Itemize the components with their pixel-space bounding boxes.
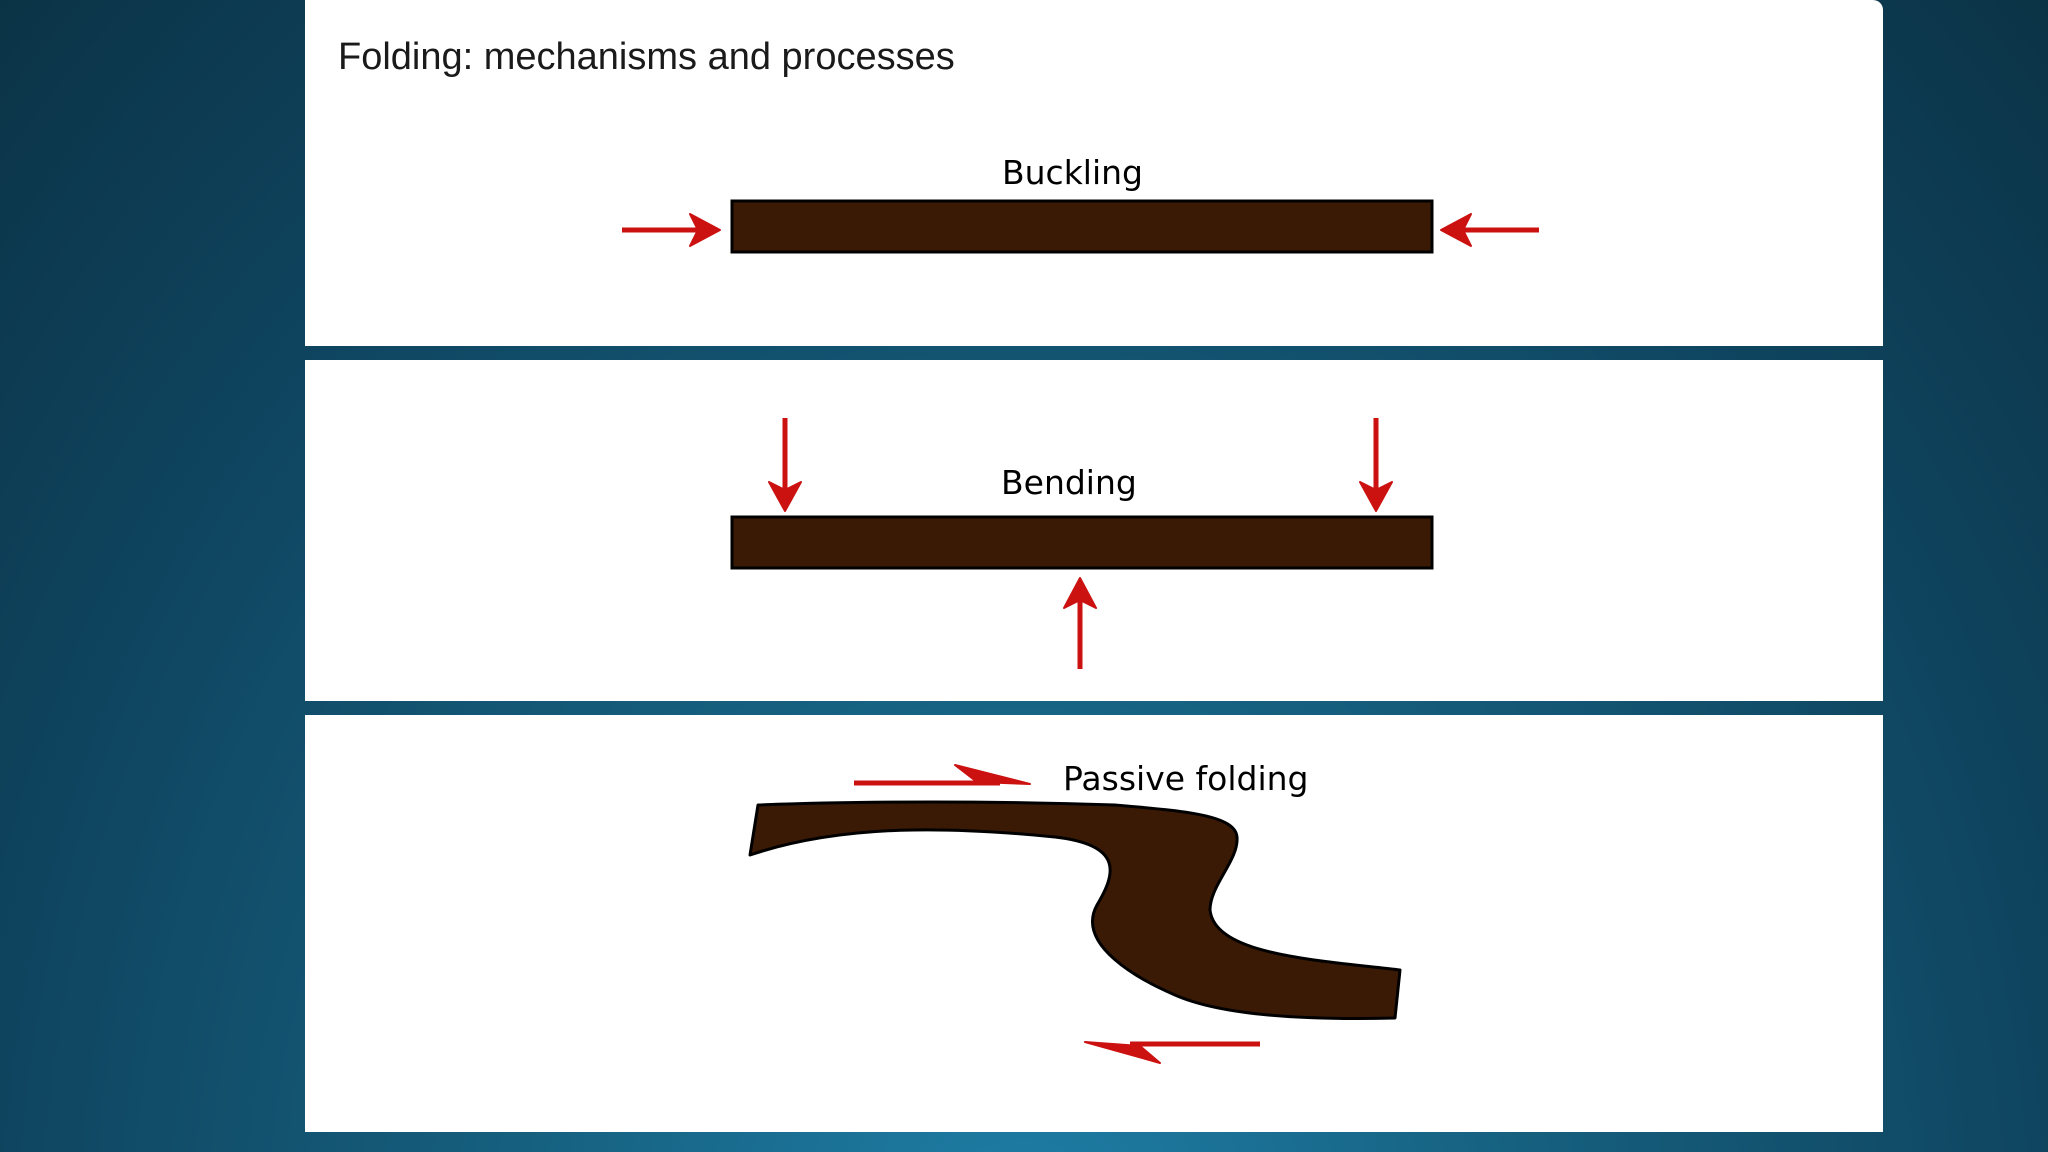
right-compression-arrow xyxy=(1440,213,1539,247)
folded-layer xyxy=(748,800,1402,1021)
passive-folding-label: Passive folding xyxy=(1063,759,1309,798)
bottom-shear-arrow xyxy=(1084,1041,1260,1064)
passive-folding-diagram xyxy=(748,764,1402,1064)
bending-layer xyxy=(730,515,1434,570)
bending-diagram xyxy=(730,418,1434,669)
buckling-layer xyxy=(730,199,1434,254)
left-down-arrow xyxy=(768,418,802,512)
top-shear-arrow xyxy=(854,764,1031,786)
center-up-arrow xyxy=(1063,577,1097,669)
buckling-panel: Folding: mechanisms and processes Buckli… xyxy=(305,0,1883,346)
bending-panel: Bending xyxy=(305,360,1883,701)
slide-title: Folding: mechanisms and processes xyxy=(338,36,955,78)
passive-folding-panel: Passive folding xyxy=(305,715,1883,1132)
right-down-arrow xyxy=(1359,418,1393,512)
bending-label: Bending xyxy=(1001,463,1137,502)
buckling-label: Buckling xyxy=(1002,153,1144,192)
left-compression-arrow xyxy=(622,213,721,247)
buckling-diagram xyxy=(622,199,1539,254)
